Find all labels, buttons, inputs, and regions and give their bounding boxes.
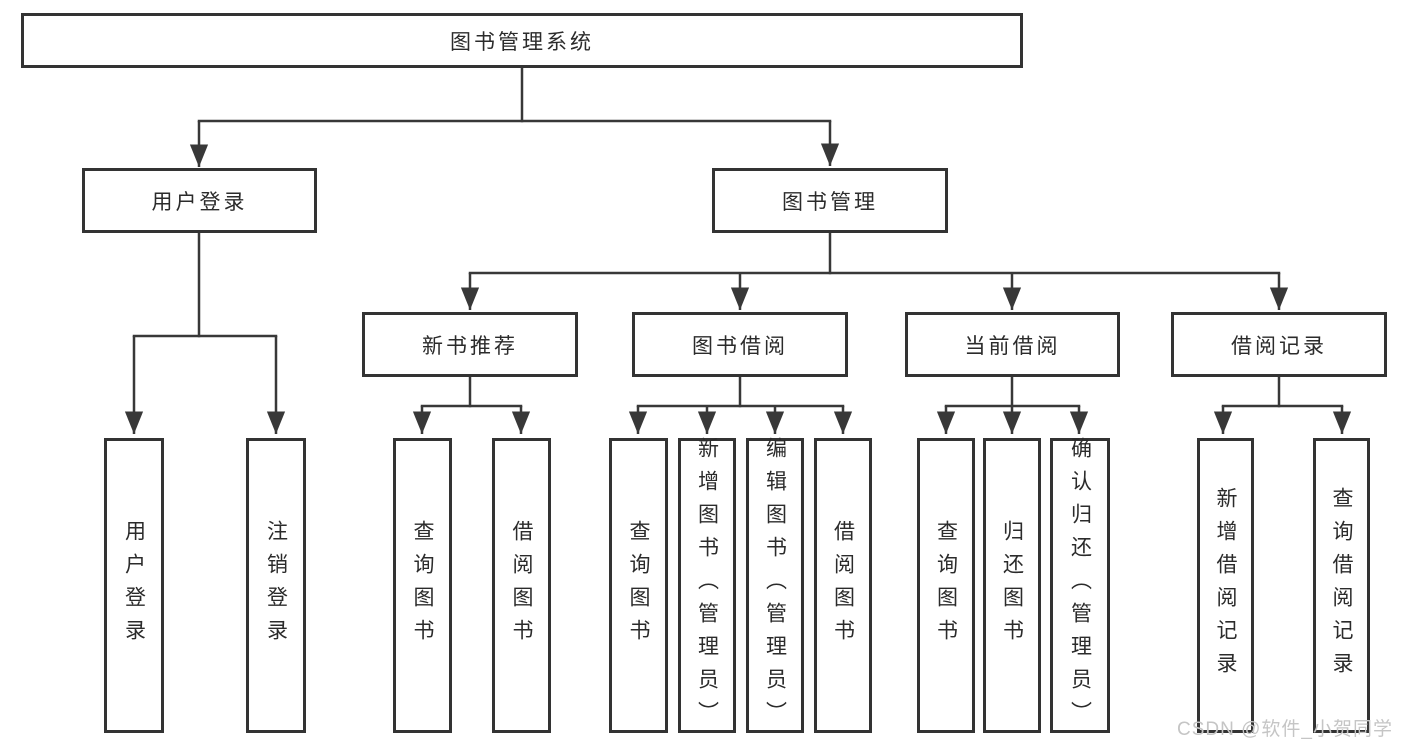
leaf-recommend-borrow-books: 借阅图书 (492, 438, 551, 733)
leaf-borrow-add-books-admin: 新增图书（管理员） (678, 437, 736, 734)
watermark: CSDN @软件_小贺同学 (1177, 719, 1393, 740)
node-user-login: 用户登录 (82, 168, 317, 233)
leaf-borrow-query-books: 查询图书 (609, 438, 668, 733)
leaf-current-query-books: 查询图书 (917, 438, 975, 733)
leaf-current-confirm-return-admin: 确认归还（管理员） (1050, 437, 1110, 734)
node-root: 图书管理系统 (21, 13, 1023, 68)
node-book-management: 图书管理 (712, 168, 948, 233)
leaf-user-login: 用户登录 (104, 438, 164, 733)
leaf-borrow-borrow-books: 借阅图书 (814, 438, 872, 733)
node-new-book-recommend: 新书推荐 (362, 312, 578, 377)
leaf-records-add-borrow-record: 新增借阅记录 (1197, 438, 1254, 733)
leaf-recommend-query-books: 查询图书 (393, 438, 452, 733)
leaf-borrow-edit-books-admin: 编辑图书（管理员） (746, 437, 804, 734)
leaf-logout-login: 注销登录 (246, 438, 306, 733)
node-borrow-records: 借阅记录 (1171, 312, 1387, 377)
node-book-borrow: 图书借阅 (632, 312, 848, 377)
leaf-records-query-borrow-record: 查询借阅记录 (1313, 438, 1370, 733)
leaf-current-return-books: 归还图书 (983, 438, 1041, 733)
node-current-borrow: 当前借阅 (905, 312, 1120, 377)
